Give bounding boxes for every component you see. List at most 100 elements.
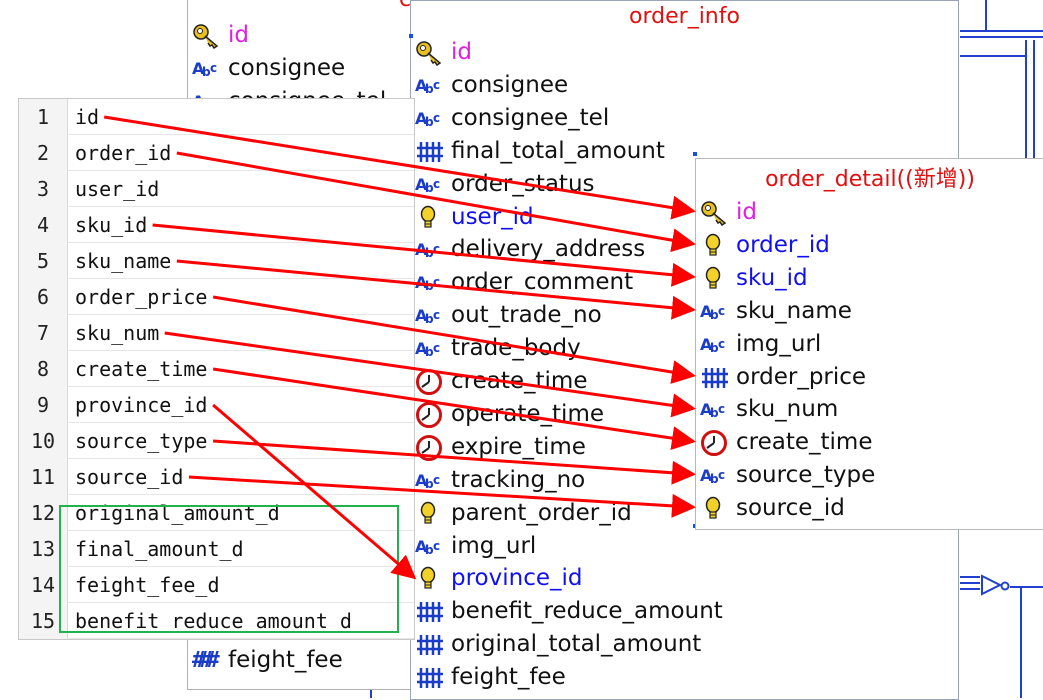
clock-icon xyxy=(415,369,445,395)
connector-line xyxy=(960,30,1043,32)
line-number: 2 xyxy=(19,135,68,171)
line-number: 3 xyxy=(19,171,68,207)
field-row[interactable]: benefit_reduce_amount xyxy=(411,595,958,628)
svg-text:A: A xyxy=(700,400,713,419)
svg-text:c: c xyxy=(718,337,725,351)
line-number: 9 xyxy=(19,387,68,423)
field-name: sku_name xyxy=(736,297,852,324)
line-number: 5 xyxy=(19,243,68,279)
field-name: feight_fee xyxy=(228,647,343,673)
svg-text:b: b xyxy=(425,543,434,557)
entity-title: order_detail((新增)) xyxy=(765,167,975,192)
field-row[interactable]: ### feight_fee xyxy=(188,644,418,677)
field-name: img_url xyxy=(451,532,537,559)
highlight-box xyxy=(59,505,399,633)
field-row[interactable]: feight_fee xyxy=(411,661,958,694)
field-name: sku_id xyxy=(736,264,808,291)
hash-icon xyxy=(700,365,730,391)
selection-handle[interactable] xyxy=(409,34,413,38)
svg-text:A: A xyxy=(192,59,205,78)
field-row[interactable]: id xyxy=(188,19,418,52)
field-row[interactable]: id xyxy=(696,196,1043,229)
field-row[interactable]: id xyxy=(411,36,958,69)
bulb-icon xyxy=(700,233,730,259)
row-divider xyxy=(67,602,414,603)
clock-icon xyxy=(415,401,445,428)
svg-text:c: c xyxy=(433,341,440,355)
field-name: out_trade_no xyxy=(451,302,602,329)
svg-text:A: A xyxy=(700,466,713,485)
svg-text:c: c xyxy=(433,177,440,191)
bulb-icon xyxy=(700,496,730,522)
field-row[interactable]: order_price xyxy=(696,361,1043,394)
line-number: 10 xyxy=(19,423,68,459)
field-row[interactable]: source_id xyxy=(696,492,1043,525)
svg-text:A: A xyxy=(415,537,428,556)
connector-line xyxy=(960,588,980,590)
field-row[interactable]: create_time xyxy=(696,426,1043,459)
connector-line xyxy=(960,576,980,578)
line-number: 1 xyxy=(19,99,68,135)
field-name: operate_time xyxy=(451,400,605,427)
key-icon xyxy=(700,200,730,227)
field-name: source_id xyxy=(736,495,845,522)
field-row[interactable]: province_id xyxy=(411,562,958,595)
field-name: user_id xyxy=(451,203,534,230)
hash-icon: ### xyxy=(192,648,220,673)
list-field-name: source_type xyxy=(75,429,208,453)
field-name: id xyxy=(228,22,249,48)
field-name: consignee xyxy=(451,71,569,98)
field-name: trade_body xyxy=(451,335,581,362)
back-entity-title: c xyxy=(399,0,411,12)
svg-text:c: c xyxy=(433,539,440,553)
selection-handle[interactable] xyxy=(693,152,697,156)
field-row[interactable]: sku_id xyxy=(696,262,1043,295)
bulb-icon xyxy=(415,566,445,592)
hash-icon xyxy=(415,599,445,625)
bulb-icon xyxy=(415,501,445,527)
svg-text:c: c xyxy=(433,308,440,322)
field-name: delivery_address xyxy=(451,236,646,263)
list-row[interactable]: 10 source_type xyxy=(19,423,414,459)
key-icon xyxy=(192,23,222,50)
svg-text:b: b xyxy=(710,308,719,322)
connector-line xyxy=(960,55,1025,57)
field-name: order_id xyxy=(736,231,830,258)
field-row[interactable]: order_id xyxy=(696,229,1043,262)
bulb-icon xyxy=(415,205,445,231)
svg-text:b: b xyxy=(425,82,434,96)
entity-title: order_info xyxy=(629,4,740,29)
field-name: consignee_tel xyxy=(451,104,610,131)
field-name: expire_time xyxy=(451,433,586,460)
field-name: province_id xyxy=(451,565,583,592)
hash-icon xyxy=(415,632,445,658)
field-row[interactable]: original_total_amount xyxy=(411,628,958,661)
svg-text:c: c xyxy=(433,78,440,92)
